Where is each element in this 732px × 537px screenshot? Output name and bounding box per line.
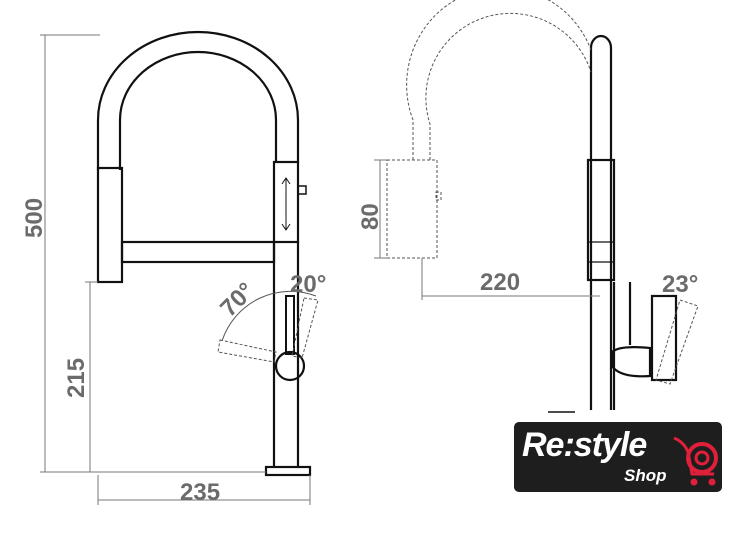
dim-220: 220 xyxy=(480,269,520,296)
angle-70: 70° xyxy=(215,277,260,322)
lever-angles xyxy=(217,290,319,363)
left-sleeve xyxy=(96,166,124,284)
outer-arch xyxy=(96,30,300,170)
side-dotted xyxy=(386,0,699,385)
crossbar xyxy=(120,240,276,264)
restyle-shop-logo: Re:style Shop xyxy=(514,422,722,492)
side-view xyxy=(548,34,678,413)
dim-235: 235 xyxy=(180,479,220,506)
pulled-handle xyxy=(386,159,438,259)
right-sleeve xyxy=(272,160,300,244)
spout-pipe xyxy=(589,34,613,410)
slide-arrow-icon xyxy=(281,177,291,231)
lever xyxy=(285,295,295,355)
pulled-hose-outer xyxy=(406,0,592,160)
button xyxy=(297,185,307,195)
cart-at-icon xyxy=(673,436,718,486)
dim-215: 215 xyxy=(63,358,90,398)
side-lever-tilted xyxy=(655,299,699,385)
inner-arch xyxy=(118,50,278,170)
side-knob xyxy=(610,346,652,378)
side-column xyxy=(612,282,632,410)
angle-23: 23° xyxy=(662,271,698,298)
dim-500: 500 xyxy=(21,198,48,238)
side-lever xyxy=(650,294,678,382)
lever-back-position xyxy=(217,339,277,363)
logo-sub-text: Shop xyxy=(624,466,667,485)
side-dimension-lines xyxy=(374,159,600,300)
lever-knob xyxy=(274,350,306,382)
pulled-hose-inner xyxy=(425,12,592,160)
logo-main-text: Re:style xyxy=(522,426,647,464)
dim-80: 80 xyxy=(357,203,384,230)
lever-front-position xyxy=(291,297,319,359)
front-dimension-lines xyxy=(40,34,311,505)
angle-arc xyxy=(221,290,317,342)
pulled-button xyxy=(435,191,442,201)
base-plate xyxy=(264,465,312,477)
angle-20: 20° xyxy=(290,271,326,298)
side-sleeve xyxy=(586,158,616,282)
front-view xyxy=(96,30,312,477)
